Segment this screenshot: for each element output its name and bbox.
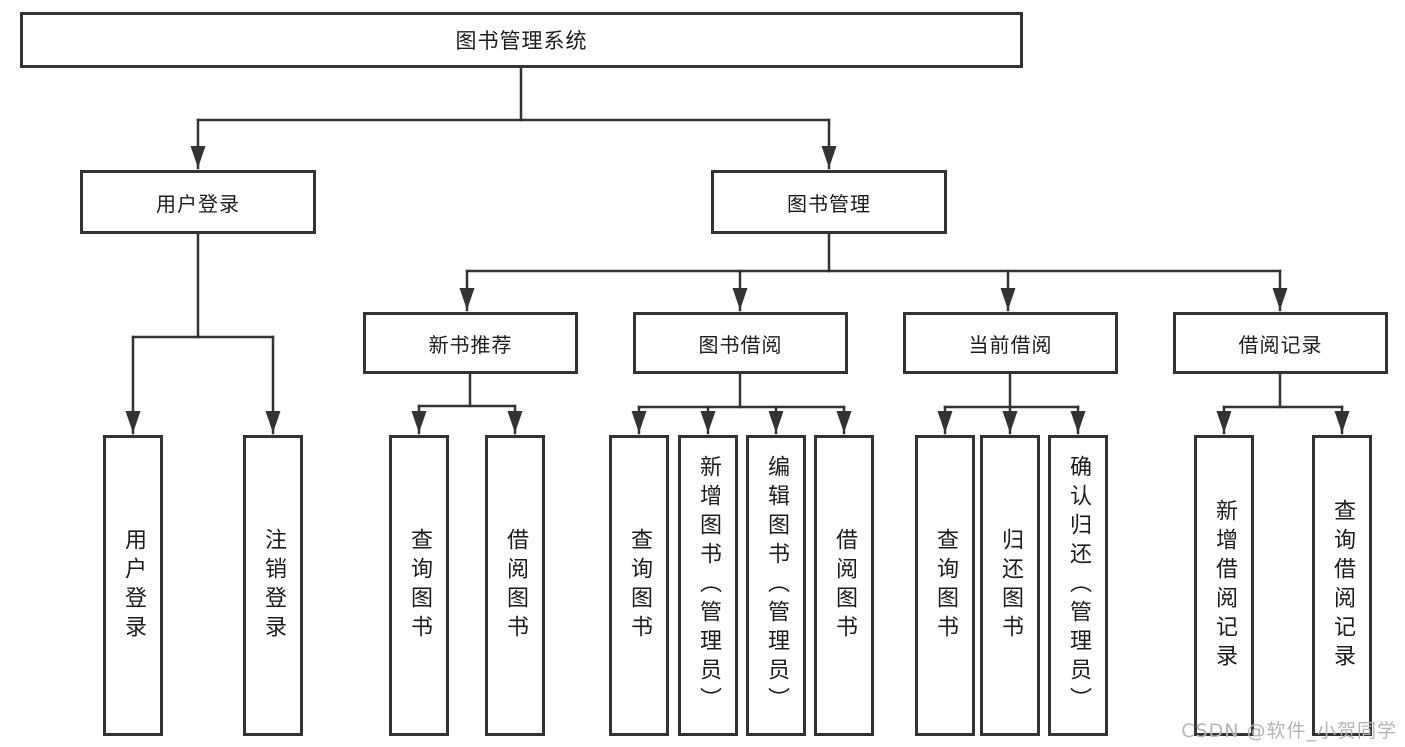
node-leaf-edit-books-admin: 编辑图书（管理员） [746, 435, 806, 736]
node-label: 新增借阅记录 [1212, 498, 1237, 673]
node-leaf-add-borrow-record: 新增借阅记录 [1194, 435, 1254, 736]
node-label: 新书推荐 [428, 332, 513, 357]
node-label: 归还图书 [998, 527, 1023, 644]
node-leaf-logout: 注销登录 [243, 435, 303, 736]
node-root-system: 图书管理系统 [20, 12, 1023, 68]
node-label: 图书管理系统 [455, 29, 588, 53]
node-leaf-query-books-2: 查询图书 [609, 435, 669, 736]
node-label: 用户登录 [121, 527, 146, 644]
node-leaf-add-books-admin: 新增图书（管理员） [678, 435, 738, 736]
node-label: 图书借阅 [698, 332, 783, 357]
node-label: 新增图书（管理员） [696, 455, 721, 716]
node-leaf-user-login: 用户登录 [103, 435, 163, 736]
node-book-management: 图书管理 [711, 170, 947, 234]
node-label: 借阅图书 [832, 527, 857, 644]
node-leaf-return-books: 归还图书 [980, 435, 1040, 736]
node-label: 借阅图书 [503, 527, 528, 644]
node-leaf-borrow-books-1: 借阅图书 [485, 435, 545, 736]
csdn-watermark: CSDN @软件_小贺同学 [1181, 720, 1397, 742]
node-label: 当前借阅 [968, 332, 1053, 357]
node-user-login: 用户登录 [80, 170, 316, 234]
node-label: 借阅记录 [1238, 332, 1323, 357]
node-label: 编辑图书（管理员） [764, 455, 789, 716]
node-leaf-query-books-1: 查询图书 [389, 435, 449, 736]
node-label: 查询图书 [627, 527, 652, 644]
node-label: 查询图书 [933, 527, 958, 644]
node-borrow-records: 借阅记录 [1173, 312, 1388, 374]
node-label: 用户登录 [156, 191, 240, 216]
node-label: 注销登录 [261, 527, 286, 644]
node-leaf-confirm-return-admin: 确认归还（管理员） [1048, 435, 1108, 736]
node-label: 查询图书 [407, 527, 432, 644]
node-label: 查询借阅记录 [1330, 498, 1355, 673]
node-leaf-query-books-3: 查询图书 [915, 435, 975, 736]
node-leaf-query-borrow-record: 查询借阅记录 [1312, 435, 1372, 736]
node-book-borrow: 图书借阅 [633, 312, 848, 374]
node-new-book-recommend: 新书推荐 [363, 312, 578, 374]
node-leaf-borrow-books-2: 借阅图书 [814, 435, 874, 736]
node-label: 图书管理 [787, 191, 871, 216]
node-current-borrow: 当前借阅 [903, 312, 1118, 374]
node-label: 确认归还（管理员） [1066, 455, 1091, 716]
